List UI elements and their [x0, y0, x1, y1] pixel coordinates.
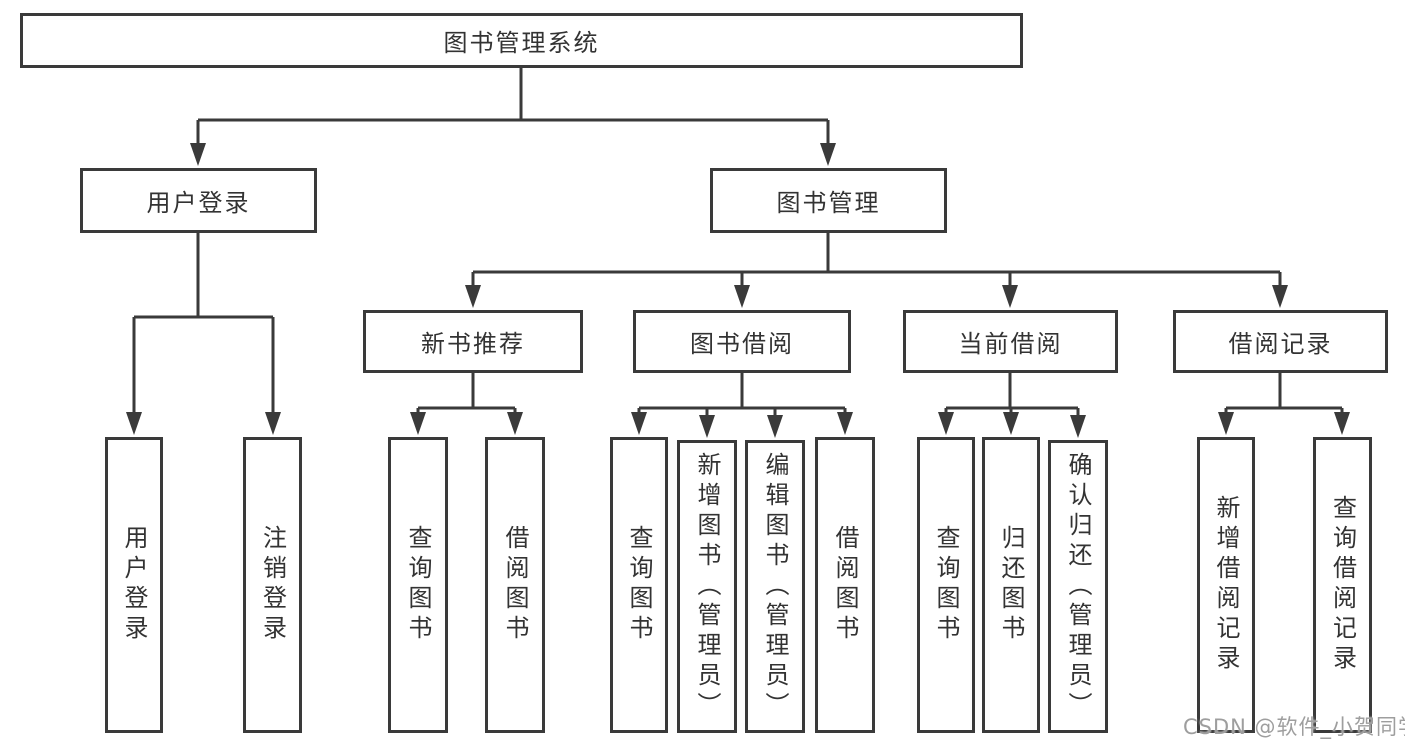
leaf-return-book: 归还图书: [982, 437, 1040, 733]
leaf-query-books-current: 查询图书: [917, 437, 975, 733]
node-book-management: 图书管理: [710, 168, 947, 233]
node-label: 图书借阅: [690, 330, 794, 358]
leaf-label: 新增图书（管理员）: [693, 451, 721, 722]
csdn-watermark: CSDN @软件_小贺同学: [1183, 715, 1405, 739]
node-label: 用户登录: [146, 189, 251, 217]
leaf-confirm-return-admin: 确认归还（管理员）: [1048, 440, 1108, 733]
leaf-add-borrow-record: 新增借阅记录: [1197, 437, 1255, 733]
node-label: 新书推荐: [421, 330, 525, 358]
leaf-label: 借阅图书: [831, 525, 859, 645]
leaf-query-books-recommend: 查询图书: [388, 437, 448, 733]
leaf-edit-book-admin: 编辑图书（管理员）: [745, 440, 805, 733]
leaf-label: 借阅图书: [501, 525, 529, 645]
leaf-label: 新增借阅记录: [1212, 495, 1240, 675]
leaf-label: 注销登录: [258, 525, 287, 645]
node-borrowing-records: 借阅记录: [1173, 310, 1388, 373]
leaf-user-login: 用户登录: [105, 437, 163, 733]
leaf-label: 归还图书: [997, 525, 1025, 645]
leaf-borrow-books-recommend: 借阅图书: [485, 437, 545, 733]
node-label: 借阅记录: [1228, 330, 1333, 358]
node-book-borrowing: 图书借阅: [633, 310, 851, 373]
leaf-add-book-admin: 新增图书（管理员）: [677, 440, 737, 733]
leaf-borrow-books-borrow: 借阅图书: [815, 437, 875, 733]
node-user-login: 用户登录: [80, 168, 317, 233]
leaf-query-borrow-record: 查询借阅记录: [1313, 437, 1372, 733]
leaf-label: 用户登录: [120, 525, 148, 645]
node-label: 当前借阅: [958, 330, 1063, 358]
node-label: 图书管理系统: [443, 29, 600, 57]
leaf-query-books-borrow: 查询图书: [610, 437, 668, 733]
leaf-label: 查询图书: [404, 525, 432, 645]
leaf-label: 查询借阅记录: [1328, 495, 1357, 675]
node-current-borrowing: 当前借阅: [903, 310, 1118, 373]
leaf-label: 查询图书: [932, 525, 960, 645]
leaf-label: 确认归还（管理员）: [1064, 451, 1092, 722]
node-new-book-recommend: 新书推荐: [363, 310, 583, 373]
leaf-logout: 注销登录: [243, 437, 302, 733]
node-label: 图书管理: [776, 189, 881, 217]
leaf-label: 编辑图书（管理员）: [761, 451, 789, 722]
leaf-label: 查询图书: [625, 525, 653, 645]
node-library-management-system: 图书管理系统: [20, 13, 1023, 68]
